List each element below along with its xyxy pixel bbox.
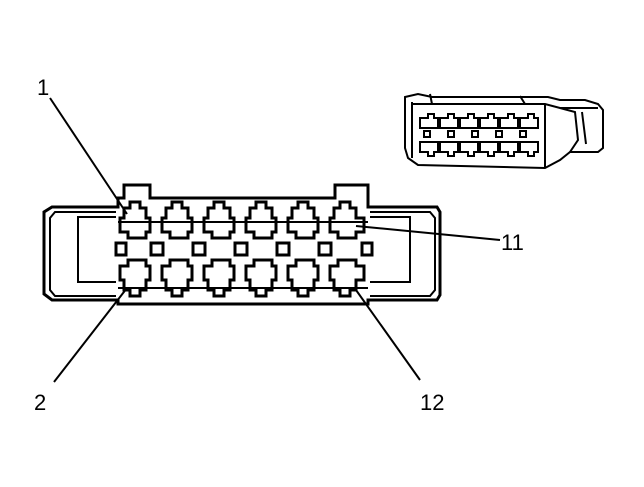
locking-squares: [114, 241, 374, 257]
pin-labels: 1 11 2 12: [34, 75, 524, 415]
pin-label-11: 11: [501, 230, 524, 255]
terminal-row-bottom: [118, 258, 366, 298]
connector-perspective-view: [404, 92, 604, 170]
terminal-11: [328, 200, 366, 240]
perspective-cavities-top: [419, 113, 539, 129]
terminal-4: [160, 258, 194, 298]
terminal-9: [286, 200, 320, 240]
terminal-6: [202, 258, 236, 298]
terminal-8: [244, 258, 278, 298]
connector-outer-shell: [42, 183, 442, 306]
terminal-12: [328, 258, 366, 298]
terminal-1: [118, 200, 152, 240]
pin-label-12: 12: [420, 390, 444, 415]
terminal-7: [244, 200, 278, 240]
leader-pin-2: [53, 287, 128, 383]
terminal-3: [160, 200, 194, 240]
pin-label-2: 2: [34, 390, 46, 415]
leader-pin-12: [355, 289, 421, 381]
right-flange: [370, 211, 436, 297]
leader-pin-1: [49, 97, 128, 215]
pin-label-1: 1: [37, 75, 49, 100]
perspective-cavities-bottom: [419, 130, 539, 157]
terminal-row-top: [118, 200, 366, 240]
leader-lines: [49, 97, 501, 383]
leader-pin-11: [355, 225, 501, 241]
left-flange: [49, 211, 116, 297]
terminal-10: [286, 258, 320, 298]
connector-face-view: 1 11 2 12: [34, 75, 524, 415]
terminal-2: [118, 258, 152, 298]
terminal-5: [202, 200, 236, 240]
